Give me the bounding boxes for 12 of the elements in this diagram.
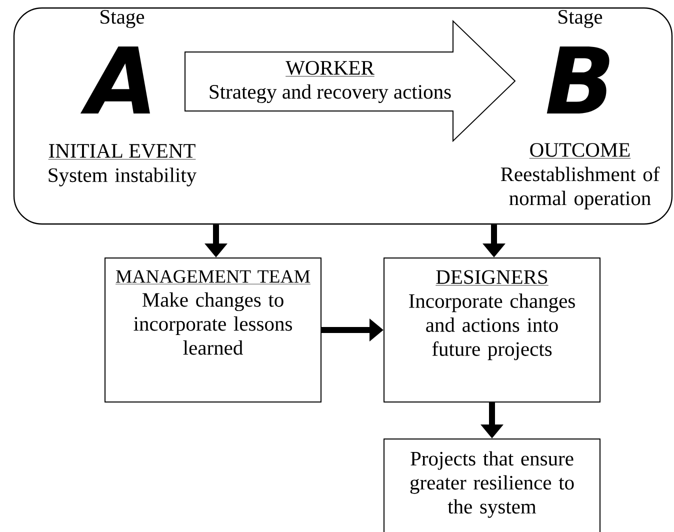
- heading: INITIAL EVENT: [48, 144, 196, 160]
- heading: OUTCOME: [529, 143, 631, 158]
- stage-letter: A: [80, 46, 150, 114]
- process-box: MANAGEMENT TEAM Make changes to incorporate lessons learned: [104, 258, 322, 402]
- description: Reestablishment of normal operation: [500, 166, 660, 210]
- process-box: Projects that ensure greater resilience to the system: [384, 438, 600, 532]
- process-box: DESIGNERS Incorporate changes and actions into future projects: [384, 258, 600, 402]
- stage-label: Stage: [100, 10, 144, 28]
- stage-label: Stage: [558, 10, 602, 28]
- description: System instability: [48, 168, 197, 186]
- stage-letter: B: [546, 46, 610, 114]
- group-frame: [13, 7, 673, 225]
